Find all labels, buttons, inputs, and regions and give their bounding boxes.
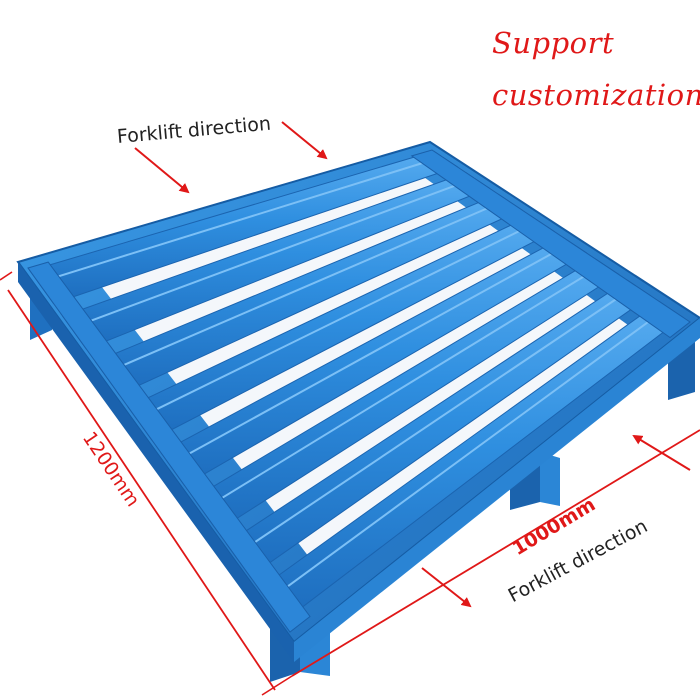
slat-gap bbox=[101, 177, 434, 300]
slat-highlight bbox=[103, 198, 508, 375]
forklift-arrows bbox=[134, 121, 691, 608]
slat-gap bbox=[232, 271, 564, 470]
slat-highlight bbox=[38, 155, 443, 284]
slat-highlight bbox=[168, 242, 572, 466]
red-arrow-icon bbox=[421, 567, 472, 608]
width-dimension-line bbox=[291, 429, 700, 677]
slat-highlight bbox=[267, 306, 669, 602]
red-arrow-icon bbox=[632, 434, 691, 471]
slat-gaps bbox=[101, 177, 628, 555]
red-arrow-icon bbox=[281, 121, 328, 160]
slat-gap bbox=[298, 318, 628, 555]
slat-gap bbox=[265, 294, 596, 513]
promo-line-2: customization bbox=[492, 78, 700, 112]
length-dimension-line bbox=[7, 289, 276, 691]
pallet-side-rail bbox=[27, 261, 311, 633]
slat-gap bbox=[134, 201, 467, 342]
slat-highlight bbox=[70, 177, 475, 329]
slat-highlight bbox=[201, 263, 605, 511]
slat-gap bbox=[167, 224, 499, 385]
dimension-lines bbox=[0, 271, 700, 696]
promo-line-1: Support bbox=[492, 26, 615, 60]
red-arrow-icon bbox=[134, 147, 190, 194]
slat-gap bbox=[200, 247, 531, 427]
slat-highlight bbox=[136, 220, 540, 420]
pallet-side-rail bbox=[410, 149, 691, 339]
slat-highlight bbox=[234, 285, 637, 557]
pallet-slats bbox=[27, 149, 691, 633]
